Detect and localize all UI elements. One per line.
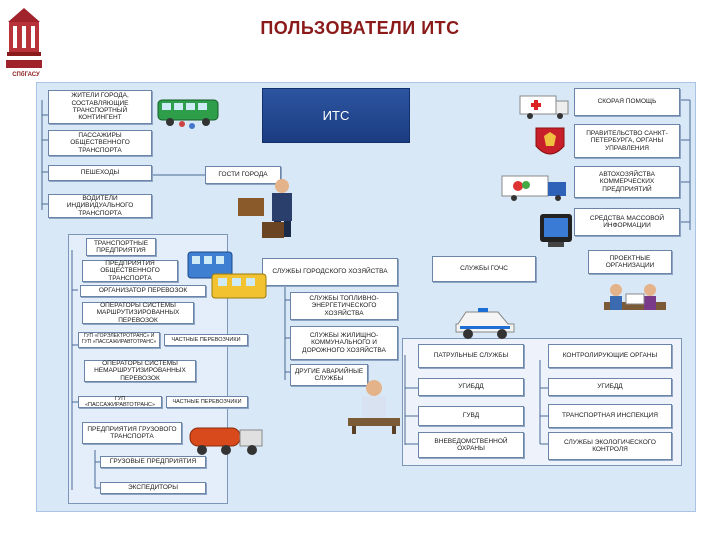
route-operators-box: ОПЕРАТОРЫ СИСТЕМЫ МАРШРУТИЗИРОВАННЫХ ПЕР… <box>82 302 194 324</box>
patrol-services-box: ПАТРУЛЬНЫЕ СЛУЖБЫ <box>418 344 524 368</box>
housing-road-box: СЛУЖБЫ ЖИЛИЩНО-КОММУНАЛЬНОГО И ДОРОЖНОГО… <box>290 326 398 360</box>
passengers-box: ПАССАЖИРЫ ОБЩЕСТВЕННОГО ТРАНСПОРТА <box>48 130 152 156</box>
transport-header: ТРАНСПОРТНЫЕ ПРЕДПРИЯТИЯ <box>86 238 156 256</box>
logo-text: СПбГАСУ <box>12 72 40 78</box>
gup-passenger-box: ГУП «ПАССАЖИРАВТОТРАНС» <box>78 396 162 408</box>
university-logo: СПбГАСУ <box>4 4 44 86</box>
delivery-truck-icon <box>501 175 566 201</box>
eco-control-box: СЛУЖБЫ ЭКОЛОГИЧЕСКОГО КОНТРОЛЯ <box>548 432 672 460</box>
private-carriers-box-1: ЧАСТНЫЕ ПЕРЕВОЗЧИКИ <box>164 334 248 346</box>
tram-bus-icon <box>187 251 267 299</box>
media-box: СРЕДСТВА МАССОВОЙ ИНФОРМАЦИИ <box>574 208 680 236</box>
city-services-box: СЛУЖБЫ ГОРОДСКОГО ХОЗЯЙСТВА <box>262 258 398 286</box>
coat-of-arms-icon <box>535 127 565 155</box>
ugibdd-box-right: УГИБДД <box>548 378 672 396</box>
nonroute-operators-box: ОПЕРАТОРЫ СИСТЕМЫ НЕМАРШРУТИЗИРОВАННЫХ П… <box>84 360 196 382</box>
transport-inspection-box: ТРАНСПОРТНАЯ ИНСПЕКЦИЯ <box>548 404 672 428</box>
page-title: ПОЛЬЗОВАТЕЛИ ИТС <box>260 18 460 38</box>
design-orgs-box: ПРОЕКТНЫЕ ОРГАНИЗАЦИИ <box>588 250 672 274</box>
traveler-icon <box>238 179 292 238</box>
private-carriers-box-2: ЧАСТНЫЕ ПЕРЕВОЗЧИКИ <box>166 396 248 408</box>
guests-box: ГОСТИ ГОРОДА <box>205 166 281 184</box>
its-center-box: ИТС <box>262 88 410 143</box>
public-transport-box: ПРЕДПРИЯТИЯ ОБЩЕСТВЕННОГО ТРАНСПОРТА <box>82 260 178 282</box>
cargo-enterprises-box: ПРЕДПРИЯТИЯ ГРУЗОВОГО ТРАНСПОРТА <box>82 422 182 444</box>
tv-icon <box>540 214 572 247</box>
government-box: ПРАВИТЕЛЬСТВО САНКТ-ПЕТЕРБУРГА, ОРГАНЫ У… <box>574 124 680 158</box>
forwarders-box: ЭКСПЕДИТОРЫ <box>100 482 206 494</box>
logo-building-icon <box>6 8 42 68</box>
drivers-box: ВОДИТЕЛИ ИНДИВИДУАЛЬНОГО ТРАНСПОРТА <box>48 194 152 218</box>
pedestrians-box: ПЕШЕХОДЫ <box>48 165 152 181</box>
cargo-companies-box: ГРУЗОВЫЕ ПРЕДПРИЯТИЯ <box>100 456 206 468</box>
bus-crowd-icon <box>157 99 219 129</box>
control-bodies-box: КОНТРОЛИРУЮЩИЕ ОРГАНЫ <box>548 344 672 368</box>
gochs-box: СЛУЖБЫ ГОЧС <box>432 256 536 282</box>
police-car-icon <box>455 308 515 339</box>
design-team-icon <box>604 284 666 310</box>
fuel-energy-box: СЛУЖБЫ ТОПЛИВНО-ЭНЕРГЕТИЧЕСКОГО ХОЗЯЙСТВ… <box>290 292 398 320</box>
auto-enterprises-box: АВТОХОЗЯЙСТВА КОММЕРЧЕСКИХ ПРЕДПРИЯТИЙ <box>574 166 680 198</box>
ugibdd-box-left: УГИБДД <box>418 378 524 396</box>
emergency-services-box: ДРУГИЕ АВАРИЙНЫЕ СЛУЖБЫ <box>290 364 368 386</box>
guvd-box: ГУВД <box>418 406 524 426</box>
operator-desk-icon <box>348 380 400 434</box>
ambulance-box: СКОРАЯ ПОМОЩЬ <box>574 88 680 116</box>
organizer-box: ОРГАНИЗАТОР ПЕРЕВОЗОК <box>80 285 206 297</box>
security-box: ВНЕВЕДОМСТВЕННОЙ ОХРАНЫ <box>418 432 524 458</box>
gup-electrotrans-box: ГУП «ГОРЭЛЕКТРОТРАНС» И ГУП «ПАССАЖИРАВТ… <box>78 332 160 348</box>
tanker-truck-icon <box>189 427 263 455</box>
residents-box: ЖИТЕЛИ ГОРОДА, СОСТАВЛЯЮЩИЕ ТРАНСПОРТНЫЙ… <box>48 90 152 124</box>
ambulance-icon <box>519 95 569 119</box>
